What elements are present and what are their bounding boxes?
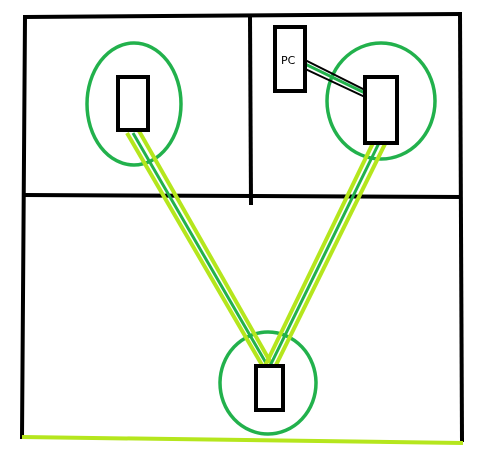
- access-point-bottom: [254, 364, 285, 412]
- pc-box: [273, 25, 307, 93]
- access-points: [116, 75, 399, 412]
- floor-line: [21, 435, 464, 445]
- access-point-left: [116, 75, 150, 132]
- cable-right: [263, 142, 387, 367]
- outer-wall-top: [22, 11, 463, 20]
- outer-wall-right: [457, 11, 465, 443]
- walls: [19, 11, 465, 443]
- pc-link-cable: [300, 58, 370, 98]
- coverage-circle-bottom: [218, 330, 318, 436]
- coverage-circles: [85, 41, 437, 436]
- room-divider-horizontal: [22, 192, 463, 200]
- access-point-right: [363, 75, 399, 145]
- pc-label: PC: [281, 54, 296, 67]
- coverage-circle-left: [85, 41, 183, 167]
- cable-left: [125, 130, 273, 367]
- outer-wall-left: [19, 14, 28, 440]
- room-divider-vertical: [247, 14, 254, 206]
- coverage-circle-right: [325, 41, 437, 161]
